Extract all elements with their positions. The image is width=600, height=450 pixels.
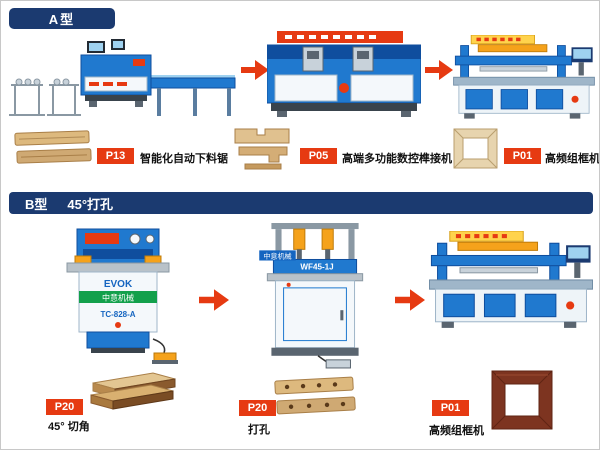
machine-hf-frame-assembler-illustration xyxy=(429,231,593,329)
model-text: TC-828-A xyxy=(100,310,135,319)
product-label: 智能化自动下料锯 xyxy=(140,153,228,165)
section-b-tab-label: B型 xyxy=(25,196,48,212)
wood-planks-image xyxy=(14,130,92,164)
brand-text: EVOK xyxy=(104,279,133,290)
flow-arrow-icon xyxy=(395,289,425,311)
product-code-tag: P01 xyxy=(504,148,541,164)
flow-arrow-icon xyxy=(425,60,453,80)
machine-cnc-tenoner-illustration xyxy=(267,31,421,117)
banner-text: 中意机械 xyxy=(102,293,134,303)
product-code-tag: P01 xyxy=(432,400,469,416)
machine-45deg-driller-illustration: WF45-1J 中意机械 xyxy=(259,223,364,369)
product-label: 45° 切角 xyxy=(48,421,90,433)
mitered-boards-stack-image xyxy=(90,372,176,410)
section-b-subtitle: 45°打孔 xyxy=(67,196,114,212)
product-label: 打孔 xyxy=(248,424,270,436)
section-a-tab: A型 xyxy=(9,8,115,29)
product-code-tag: P05 xyxy=(300,148,337,164)
model-text: WF45-1J xyxy=(300,263,333,272)
section-b-header: B型 45°打孔 xyxy=(9,192,593,214)
product-label: 高频组框机 xyxy=(545,153,600,165)
product-code-tag: P13 xyxy=(97,148,134,164)
drilled-boards-image xyxy=(274,376,356,415)
machine-hf-frame-assembler-illustration xyxy=(453,35,595,120)
flow-arrow-icon xyxy=(241,60,269,80)
product-label: 高端多功能数控榫接机 xyxy=(342,153,452,165)
section-a-tab-label: A型 xyxy=(48,12,76,27)
dark-frame-image xyxy=(491,370,553,430)
flow-arrow-icon xyxy=(199,289,229,311)
product-code-tag: P20 xyxy=(46,399,83,415)
machine-cutting-saw-illustration xyxy=(9,39,236,116)
product-code-tag: P20 xyxy=(239,400,276,416)
machine-45deg-miter-saw-illustration: EVOK 中意机械 TC-828-A xyxy=(66,228,178,364)
product-label: 高频组框机 xyxy=(429,425,484,437)
photo-frame-image xyxy=(453,128,498,169)
wood-tenon-joints-image xyxy=(234,128,290,170)
banner-text: 中意机械 xyxy=(263,251,291,260)
